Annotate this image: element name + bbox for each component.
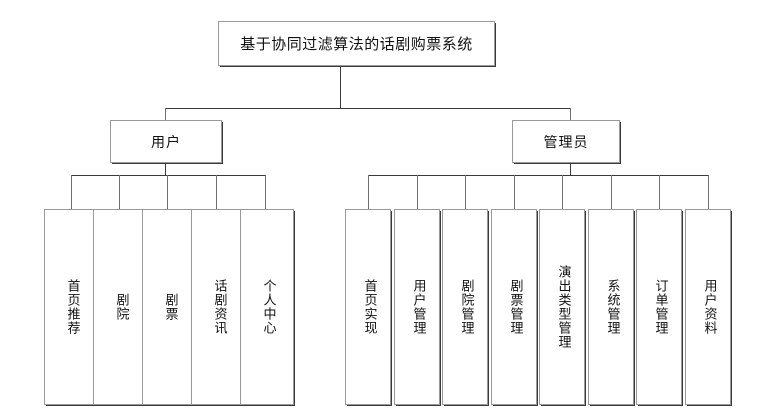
connector-user-bus: [71, 175, 265, 176]
connector-user-trunk: [165, 163, 166, 176]
leaf-admin-4[interactable]: 剧票管理: [491, 209, 537, 405]
leaf-admin-2-label: 用户管理: [410, 279, 426, 335]
connector-admin-drop-3: [465, 175, 466, 209]
leaf-admin-6-label: 系统管理: [604, 279, 620, 335]
connector-admin-bus: [368, 175, 708, 176]
leaf-user-4-label: 话剧资讯: [211, 279, 227, 335]
connector-admin-drop-4: [514, 175, 515, 209]
connector-admin-drop-2: [417, 175, 418, 209]
connector-root-trunk: [340, 66, 341, 109]
leaf-admin-4-label: 剧票管理: [507, 279, 523, 335]
connector-drop-admin: [570, 108, 571, 121]
leaf-user-1-label: 首页推荐: [64, 279, 80, 335]
leaf-admin-1-label: 首页实现: [361, 279, 377, 335]
leaf-admin-1[interactable]: 首页实现: [345, 209, 391, 405]
leaf-admin-8-label: 用户资料: [701, 279, 717, 335]
leaf-admin-5-label: 演出类型管理: [555, 265, 571, 349]
connector-level2-bus: [165, 108, 571, 109]
leaf-user-4[interactable]: 话剧资讯: [191, 209, 245, 405]
leaf-user-1[interactable]: 首页推荐: [44, 209, 98, 405]
leaf-user-5-label: 个人中心: [260, 279, 276, 335]
node-user[interactable]: 用户: [110, 120, 222, 163]
connector-admin-drop-6: [611, 175, 612, 209]
connector-user-drop-5: [265, 175, 266, 209]
leaf-admin-8[interactable]: 用户资料: [685, 209, 731, 405]
leaf-admin-5[interactable]: 演出类型管理: [539, 209, 585, 405]
node-admin[interactable]: 管理员: [512, 120, 620, 163]
root-node-system-title[interactable]: 基于协同过滤算法的话剧购票系统: [218, 21, 495, 66]
root-node-label: 基于协同过滤算法的话剧购票系统: [240, 35, 473, 53]
connector-admin-drop-8: [708, 175, 709, 209]
leaf-admin-3[interactable]: 剧院管理: [442, 209, 488, 405]
connector-drop-user: [165, 108, 166, 121]
connector-user-drop-4: [216, 175, 217, 209]
connector-admin-drop-1: [368, 175, 369, 209]
node-user-label: 用户: [151, 134, 181, 151]
node-admin-label: 管理员: [543, 134, 589, 151]
connector-user-drop-1: [71, 175, 72, 209]
leaf-user-2[interactable]: 剧院: [93, 209, 147, 405]
leaf-admin-7-label: 订单管理: [652, 279, 668, 335]
leaf-admin-3-label: 剧院管理: [458, 279, 474, 335]
leaf-admin-7[interactable]: 订单管理: [636, 209, 682, 405]
connector-admin-drop-5: [562, 175, 563, 209]
connector-user-drop-3: [167, 175, 168, 209]
leaf-user-2-label: 剧院: [113, 293, 129, 321]
leaf-user-3-label: 剧票: [162, 293, 178, 321]
leaf-user-3[interactable]: 剧票: [142, 209, 196, 405]
connector-admin-drop-7: [659, 175, 660, 209]
connector-admin-trunk: [570, 163, 571, 176]
leaf-admin-2[interactable]: 用户管理: [394, 209, 440, 405]
leaf-admin-6[interactable]: 系统管理: [588, 209, 634, 405]
connector-user-drop-2: [119, 175, 120, 209]
leaf-user-5[interactable]: 个人中心: [240, 209, 294, 405]
